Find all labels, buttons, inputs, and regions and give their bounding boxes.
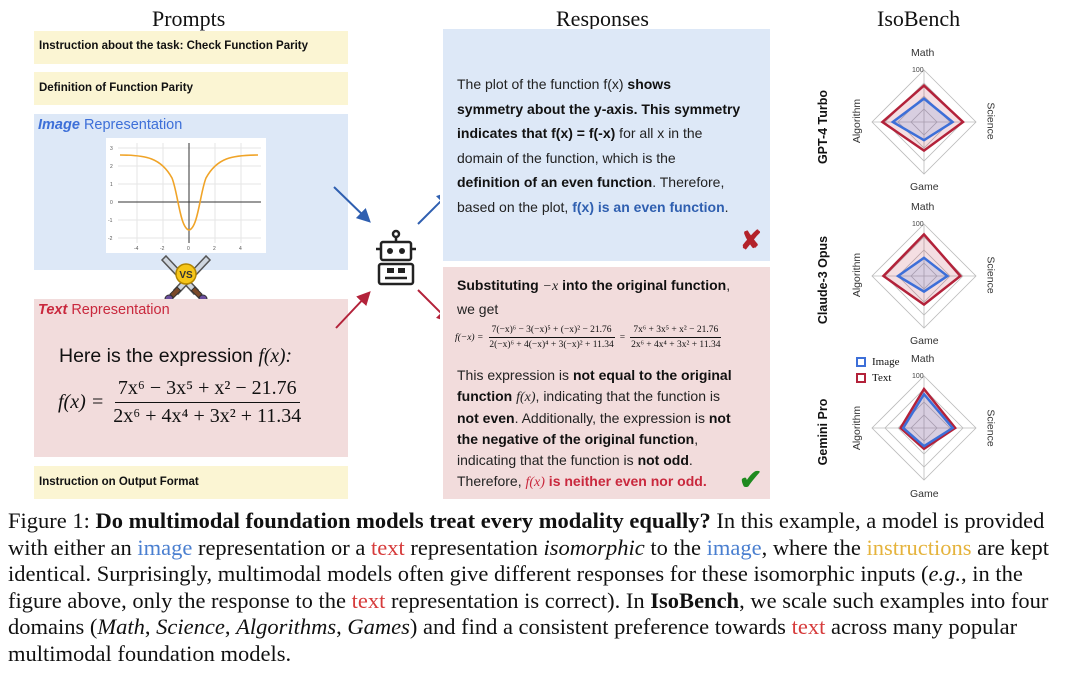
robot-icon xyxy=(376,229,416,286)
axis-game-0: Game xyxy=(910,181,939,193)
text-response-text-bottom: This expression is not equal to the orig… xyxy=(457,367,732,490)
radar-chart-claude3: 100 xyxy=(871,221,977,329)
axis-math-0: Math xyxy=(911,47,935,59)
legend-text-label: Text xyxy=(872,372,892,384)
definition-box: Definition of Function Parity xyxy=(34,72,348,105)
image-representation-box: Image Representation 3 2 1 0 -1 -2 -4 -2… xyxy=(34,114,348,270)
radar-series-text xyxy=(881,232,963,307)
expression-intro: Here is the expression f(x): xyxy=(59,345,292,367)
axis-algorithm-0: Algorithm xyxy=(851,98,864,144)
header-responses: Responses xyxy=(556,6,649,31)
fx-numerator: 7x⁶ − 3x⁵ + x² − 21.76 xyxy=(114,377,300,403)
isobench-panel: GPT-4 Turbo Math Game Algorithm Science … xyxy=(800,40,1070,505)
radar-chart-gemini: 100 xyxy=(871,373,977,481)
expression-formula: f(x) = 7x⁶ − 3x⁵ + x² − 21.76 2x⁶ + 4x⁴ … xyxy=(58,377,304,428)
header-isobench: IsoBench xyxy=(877,6,961,31)
axis-game-1: Game xyxy=(910,335,939,347)
xtick: -2 xyxy=(160,246,165,252)
axis-science-0: Science xyxy=(984,102,997,140)
ytick: 1 xyxy=(110,182,113,188)
radar-series-text xyxy=(880,83,965,153)
xtick: 2 xyxy=(213,246,216,252)
radar-series-image xyxy=(890,97,955,142)
text-representation-box: Text Representation Here is the expressi… xyxy=(34,299,348,457)
radar-chart-gpt4: 100 xyxy=(871,67,977,175)
legend-image-swatch xyxy=(856,357,866,367)
text-response-box: Substituting −x into the original functi… xyxy=(443,267,770,499)
image-response-box: The plot of the function f(x) shows symm… xyxy=(443,29,770,261)
instruction-task-label: Instruction about the task: Check Functi… xyxy=(39,40,309,52)
legend-text-swatch xyxy=(856,373,866,383)
legend: Image Text xyxy=(856,354,899,386)
model-label-claude3: Claude-3 Opus xyxy=(816,235,830,325)
output-format-label: Instruction on Output Format xyxy=(39,476,199,488)
ytick: 3 xyxy=(110,146,113,152)
xtick: 0 xyxy=(187,246,190,252)
legend-image-label: Image xyxy=(872,356,900,368)
axis-science-2: Science xyxy=(984,409,997,447)
vs-swords-icon: VS xyxy=(160,254,212,304)
ytick: 0 xyxy=(110,200,113,206)
figure-caption: Figure 1: Do multimodal foundation model… xyxy=(8,508,1049,666)
instruction-task-box: Instruction about the task: Check Functi… xyxy=(34,31,348,64)
text-representation-title: Text Representation xyxy=(38,302,170,318)
axis-game-2: Game xyxy=(910,488,939,500)
xtick: 4 xyxy=(239,246,242,252)
definition-label: Definition of Function Parity xyxy=(39,82,193,94)
fx-denominator: 2x⁶ + 4x⁴ + 3x² + 11.34 xyxy=(113,405,302,427)
header-prompts: Prompts xyxy=(152,6,226,31)
axis-science-1: Science xyxy=(984,256,997,294)
radar-series-image xyxy=(895,256,950,294)
radar-scale-label: 100 xyxy=(912,221,924,228)
correct-mark-icon: ✔ xyxy=(739,464,763,495)
xtick: -4 xyxy=(134,246,139,252)
axis-algorithm-2: Algorithm xyxy=(851,405,864,451)
model-label-gpt4: GPT-4 Turbo xyxy=(816,89,830,165)
wrong-mark-icon: ✘ xyxy=(740,225,762,255)
vs-badge-label: VS xyxy=(179,270,193,281)
axis-math-1: Math xyxy=(911,201,935,213)
ytick: -1 xyxy=(108,218,113,224)
image-representation-title: Image Representation xyxy=(38,117,183,133)
image-response-text: The plot of the function f(x) shows symm… xyxy=(457,76,741,215)
axis-math-2: Math xyxy=(911,353,935,365)
ytick: -2 xyxy=(108,236,113,242)
radar-scale-label: 100 xyxy=(912,373,924,380)
flow-arrows xyxy=(333,186,440,329)
axis-algorithm-1: Algorithm xyxy=(851,252,864,298)
radar-scale-label: 100 xyxy=(912,67,924,74)
function-plot: 3 2 1 0 -1 -2 -4 -2 0 2 4 xyxy=(106,138,266,253)
model-label-gemini: Gemini Pro xyxy=(816,398,830,466)
text-response-text-top: Substituting −x into the original functi… xyxy=(457,277,731,317)
radar-series-image xyxy=(901,392,955,448)
output-format-box: Instruction on Output Format xyxy=(34,466,348,499)
ytick: 2 xyxy=(110,164,113,170)
